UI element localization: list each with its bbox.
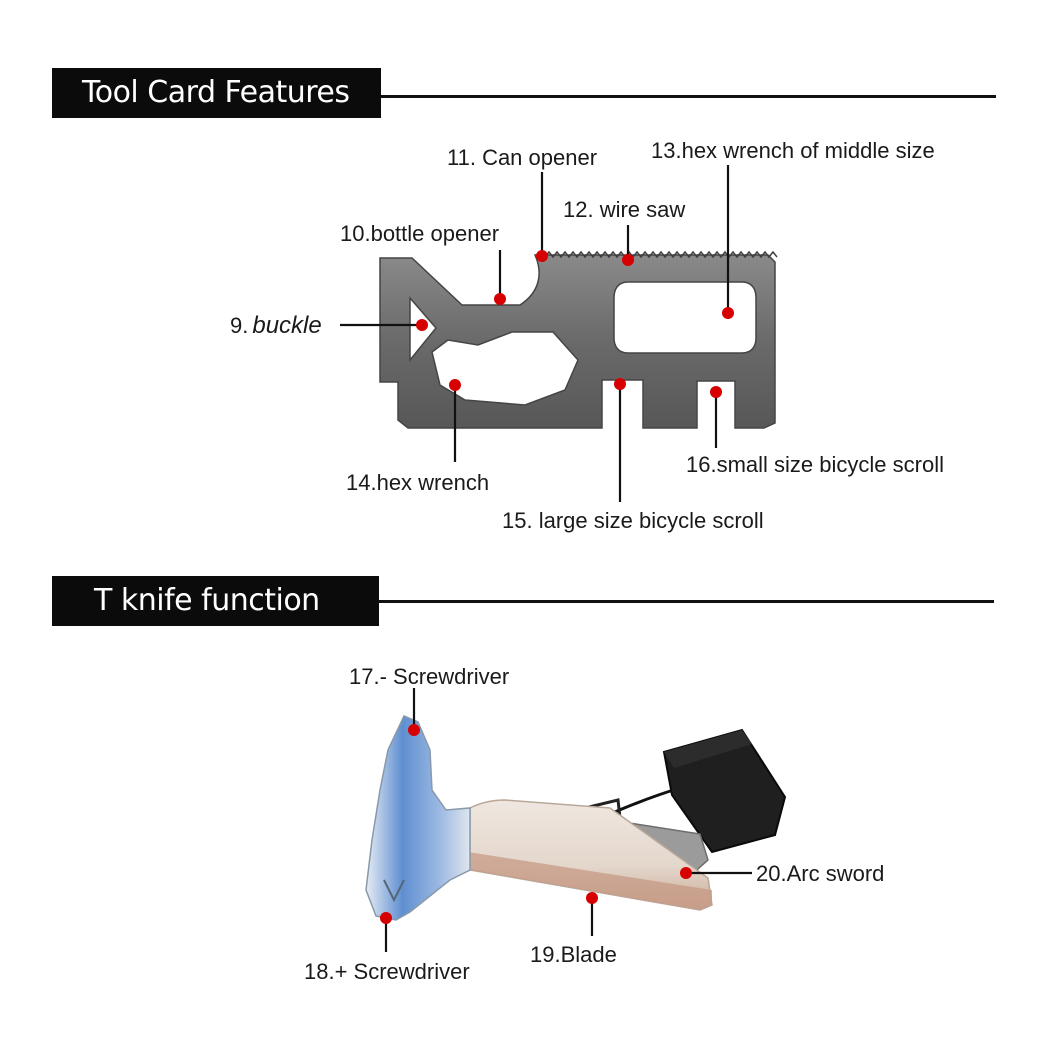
- marker-minus-screwdriver: [408, 724, 420, 736]
- marker-blade: [586, 892, 598, 904]
- marker-hex-wrench: [449, 379, 461, 391]
- marker-small-bicycle-scroll: [710, 386, 722, 398]
- label-bottle-opener: 10.bottle opener: [340, 221, 499, 246]
- marker-plus-screwdriver: [380, 912, 392, 924]
- label-wire-saw: 12. wire saw: [563, 197, 685, 222]
- marker-wire-saw: [622, 254, 634, 266]
- label-arc-sword: 20.Arc sword: [756, 861, 884, 886]
- label-minus-screwdriver: 17.- Screwdriver: [349, 664, 509, 689]
- wire-saw-teeth: [544, 250, 778, 259]
- t-knife-function-header: T knife function: [52, 576, 379, 626]
- t-knife-leaders: [384, 688, 752, 952]
- t-handle-notch: [383, 879, 405, 903]
- label-can-opener: 11. Can opener: [447, 145, 597, 170]
- marker-bottle-opener: [494, 293, 506, 305]
- tool-card-features-title: Tool Card Features: [82, 75, 350, 110]
- tool-card-labels: 9.buckle 10.bottle opener 11. Can opener…: [230, 138, 944, 533]
- label-large-bicycle-scroll: 15. large size bicycle scroll: [502, 508, 764, 533]
- marker-large-bicycle-scroll: [614, 378, 626, 390]
- tool-card-features-rule: [381, 95, 996, 98]
- label-hex-wrench: 14.hex wrench: [346, 470, 489, 495]
- label-blade: 19.Blade: [530, 942, 617, 967]
- tool-card-illustration: [379, 250, 778, 429]
- marker-arc-sword: [680, 867, 692, 879]
- label-small-bicycle-scroll: 16.small size bicycle scroll: [686, 452, 944, 477]
- tool-card-body: [379, 254, 776, 429]
- t-knife-illustration: [365, 715, 787, 921]
- tool-card-features-header: Tool Card Features: [52, 68, 381, 118]
- marker-buckle: [416, 319, 428, 331]
- marker-can-opener: [536, 250, 548, 262]
- t-knife-labels: 17.- Screwdriver 18.+ Screwdriver 19.Bla…: [304, 664, 884, 984]
- label-buckle: 9.buckle: [230, 312, 322, 339]
- t-knife-function-rule: [379, 600, 994, 603]
- blade-edge: [468, 852, 712, 910]
- tool-card-leaders: [340, 165, 730, 502]
- t-knife-function-title: T knife function: [94, 583, 320, 618]
- label-hex-wrench-middle: 13.hex wrench of middle size: [651, 138, 935, 163]
- tool-card-markers: [416, 250, 734, 398]
- t-knife-markers: [380, 724, 692, 924]
- marker-hex-wrench-middle: [722, 307, 734, 319]
- t-handle: [365, 715, 471, 921]
- keyring-fob-top: [664, 730, 752, 768]
- label-plus-screwdriver: 18.+ Screwdriver: [304, 959, 470, 984]
